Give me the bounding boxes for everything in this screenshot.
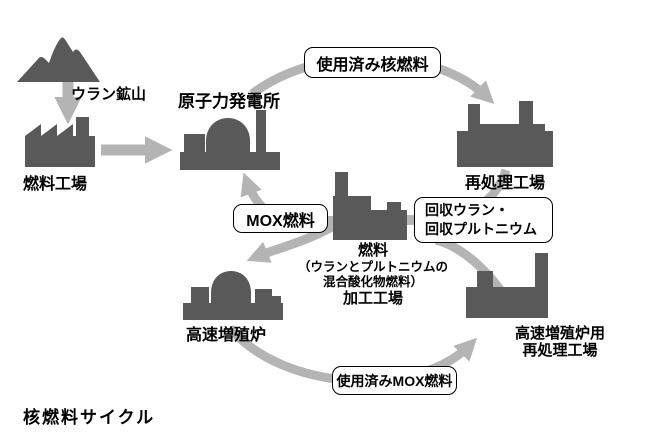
reprocessing-plant-label: 再処理工場	[464, 175, 545, 192]
fbr-reprocessing-label-line2: 再処理工場	[522, 342, 598, 359]
mox-plant-label-line2: （ウランとプルトニウムの	[297, 260, 448, 274]
mox-plant-label-line3: 混合酸化物燃料）	[322, 275, 423, 289]
nuclear-plant-icon	[180, 110, 280, 170]
fuel-factory-icon	[25, 117, 95, 167]
fbr-reprocessing-plant-label: 高速増殖炉用 再処理工場	[496, 325, 624, 359]
diagram-caption: 核燃料サイクル	[23, 408, 156, 427]
fbr-reprocessing-plant-icon	[466, 253, 548, 318]
mountain-icon	[17, 37, 100, 82]
mox-plant-label-line4: 加工工場	[342, 290, 403, 307]
uranium-mine-label: ウラン鉱山	[71, 86, 147, 103]
fuel-factory-label: 燃料工場	[23, 176, 88, 193]
mox-plant-label-line1: 燃料	[357, 242, 388, 259]
flow-label-recovered-materials: 回収ウラン・ 回収プルトニウム	[414, 197, 553, 243]
flow-label-spent-nuclear-fuel: 使用済み核燃料	[304, 47, 441, 78]
mox-plant-label: 燃料 （ウランとプルトニウムの 混合酸化物燃料） 加工工場	[283, 242, 463, 308]
flow-label-spent-mox-fuel: 使用済みMOX燃料	[332, 366, 457, 395]
fast-breeder-reactor-label: 高速増殖炉	[186, 327, 267, 344]
mox-plant-icon	[333, 172, 407, 240]
fast-breeder-reactor-icon	[183, 271, 283, 320]
fbr-reprocessing-label-line1: 高速増殖炉用	[514, 325, 605, 342]
reprocessing-plant-icon	[457, 101, 553, 167]
recovered-plutonium-text: 回収プルトニウム	[425, 221, 537, 237]
nuclear-plant-label: 原子力発電所	[178, 92, 280, 111]
flow-label-mox-fuel: MOX燃料	[233, 204, 328, 233]
recovered-uranium-text: 回収ウラン・	[425, 202, 509, 218]
